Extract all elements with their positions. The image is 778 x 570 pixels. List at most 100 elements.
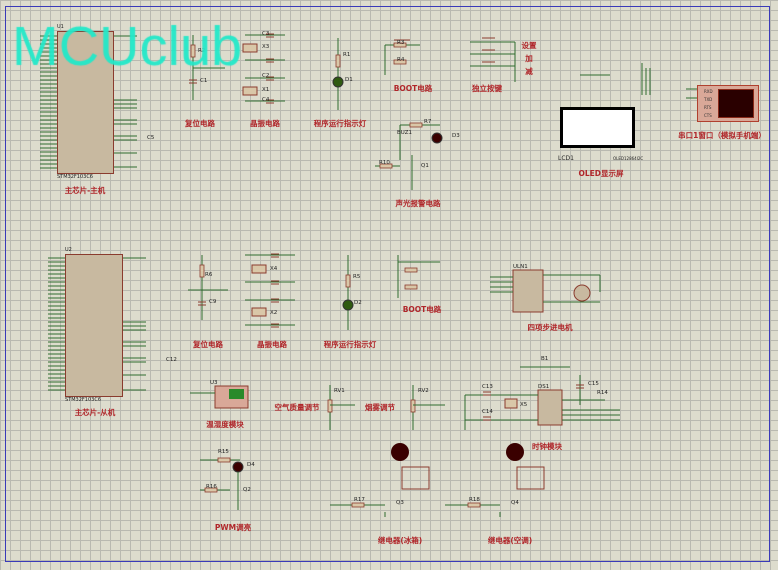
component-ref-uln1[interactable]: ULN1: [513, 264, 528, 270]
pin-rts: RTS: [704, 105, 712, 110]
component-ref-u3[interactable]: U3: [210, 380, 218, 386]
component-ref-d4[interactable]: D4: [247, 462, 255, 468]
component-ref-q4[interactable]: Q4: [511, 500, 519, 506]
stepper-motor: [573, 284, 591, 302]
led: [232, 461, 244, 473]
oled-part: OLED12864I2C: [613, 156, 644, 161]
component-ref-d2[interactable]: D2: [354, 300, 362, 306]
component-ref-r16[interactable]: R16: [206, 484, 217, 490]
component-ref-r17[interactable]: R17: [354, 497, 365, 503]
component-ref-r4[interactable]: R4: [397, 57, 405, 63]
crystal: [251, 307, 267, 317]
label-boot-1: BOOT电路: [393, 84, 433, 93]
terminal-screen: [718, 89, 754, 118]
chip-u2-part: STM32F103C6: [65, 397, 101, 403]
component-ref-r2[interactable]: R2: [198, 48, 206, 54]
label-keys: 独立按键: [472, 84, 502, 93]
component-ref-c4[interactable]: C4: [262, 97, 270, 103]
label-smoke: 烟雾调节: [365, 403, 395, 412]
pin-rxd: RXD: [704, 89, 713, 94]
component-ref-x5[interactable]: X5: [520, 402, 528, 408]
label-relay-ac: 继电器(空调): [487, 536, 533, 545]
relay: [516, 466, 545, 490]
chip-u2-ref: U2: [65, 247, 72, 253]
resistor: [404, 284, 418, 290]
component-ref-c9[interactable]: C9: [209, 299, 217, 305]
motor: [391, 443, 409, 461]
label-dht: 温湿度模块: [206, 420, 244, 429]
component-ref-d1[interactable]: D1: [345, 77, 353, 83]
ds1302: [537, 389, 563, 426]
component-ref-c15[interactable]: C15: [588, 381, 599, 387]
label-main-chip-master: 主芯片-主机: [64, 186, 106, 195]
component-ref-x1[interactable]: X1: [262, 87, 270, 93]
component-ref-r15[interactable]: R15: [218, 449, 229, 455]
component-ref-q3[interactable]: Q3: [396, 500, 404, 506]
component-ref-d3[interactable]: D3: [452, 133, 460, 139]
label-pwm: PWM调亮: [214, 523, 252, 532]
component-ref-c12[interactable]: C12: [166, 357, 177, 363]
label-led-1: 程序运行指示灯: [313, 119, 367, 128]
crystal: [242, 86, 258, 96]
crystal: [251, 264, 267, 274]
component-ref-rv2[interactable]: RV2: [418, 388, 429, 394]
component-ref-r14[interactable]: R14: [597, 390, 608, 396]
component-ref-r1[interactable]: R1: [343, 52, 351, 58]
label-stepper: 四项步进电机: [527, 323, 573, 332]
pin-txd: TXD: [704, 97, 713, 102]
component-ref-c5[interactable]: C5: [147, 135, 155, 141]
label-key-set: 设置: [521, 41, 537, 50]
resistor: [404, 267, 418, 273]
component-ref-x3[interactable]: X3: [262, 44, 270, 50]
crystal: [504, 398, 518, 409]
label-led-2: 程序运行指示灯: [323, 340, 377, 349]
component-ref-r18[interactable]: R18: [469, 497, 480, 503]
resistor: [335, 54, 341, 68]
virtual-terminal[interactable]: RXD TXD RTS CTS: [697, 85, 759, 122]
component-ref-c1[interactable]: C1: [200, 78, 208, 84]
component-ref-b1[interactable]: B1: [541, 356, 549, 362]
component-ref-r6[interactable]: R6: [205, 272, 213, 278]
resistor: [327, 399, 333, 413]
component-ref-q1[interactable]: Q1: [421, 163, 429, 169]
label-relay-fridge: 继电器(冰箱): [377, 536, 423, 545]
component-ref-c2[interactable]: C2: [262, 73, 270, 79]
component-ref-r10[interactable]: R10: [379, 160, 390, 166]
crystal: [242, 43, 258, 53]
component-ref-r7[interactable]: R7: [424, 119, 432, 125]
label-clock: 时钟模块: [532, 442, 562, 451]
dht11-screen: [229, 389, 244, 399]
component-ref-rv1[interactable]: RV1: [334, 388, 345, 394]
component-ref-x2[interactable]: X2: [270, 310, 278, 316]
component-ref-c13[interactable]: C13: [482, 384, 493, 390]
component-ref-buz1[interactable]: BUZ1: [397, 130, 412, 136]
label-reset-2: 复位电路: [193, 340, 223, 349]
label-oled: OLED显示屏: [578, 169, 624, 178]
resistor: [217, 457, 231, 463]
label-main-chip-slave: 主芯片-从机: [74, 408, 116, 417]
label-crystal-2: 晶振电路: [257, 340, 287, 349]
chip-u1[interactable]: [57, 31, 114, 174]
relay: [401, 466, 430, 490]
chip-u2[interactable]: [65, 254, 123, 397]
led: [431, 132, 443, 144]
motor: [506, 443, 524, 461]
resistor: [409, 122, 423, 128]
component-ref-ds1[interactable]: DS1: [538, 384, 550, 390]
label-boot-2: BOOT电路: [402, 305, 442, 314]
resistor: [351, 502, 365, 508]
component-ref-c14[interactable]: C14: [482, 409, 493, 415]
chip-u1-ref: U1: [57, 24, 64, 30]
label-reset-1: 复位电路: [185, 119, 215, 128]
component-ref-r5[interactable]: R5: [353, 274, 361, 280]
oled-ref: LCD1: [558, 155, 574, 162]
component-ref-r3[interactable]: R3: [397, 40, 405, 46]
led: [342, 299, 354, 311]
led: [332, 76, 344, 88]
component-ref-c3[interactable]: C3: [262, 31, 270, 37]
component-ref-x4[interactable]: X4: [270, 266, 278, 272]
label-key-add: 加: [525, 54, 533, 63]
oled-display[interactable]: [560, 107, 635, 148]
component-ref-q2[interactable]: Q2: [243, 487, 251, 493]
pin-cts: CTS: [704, 113, 712, 118]
